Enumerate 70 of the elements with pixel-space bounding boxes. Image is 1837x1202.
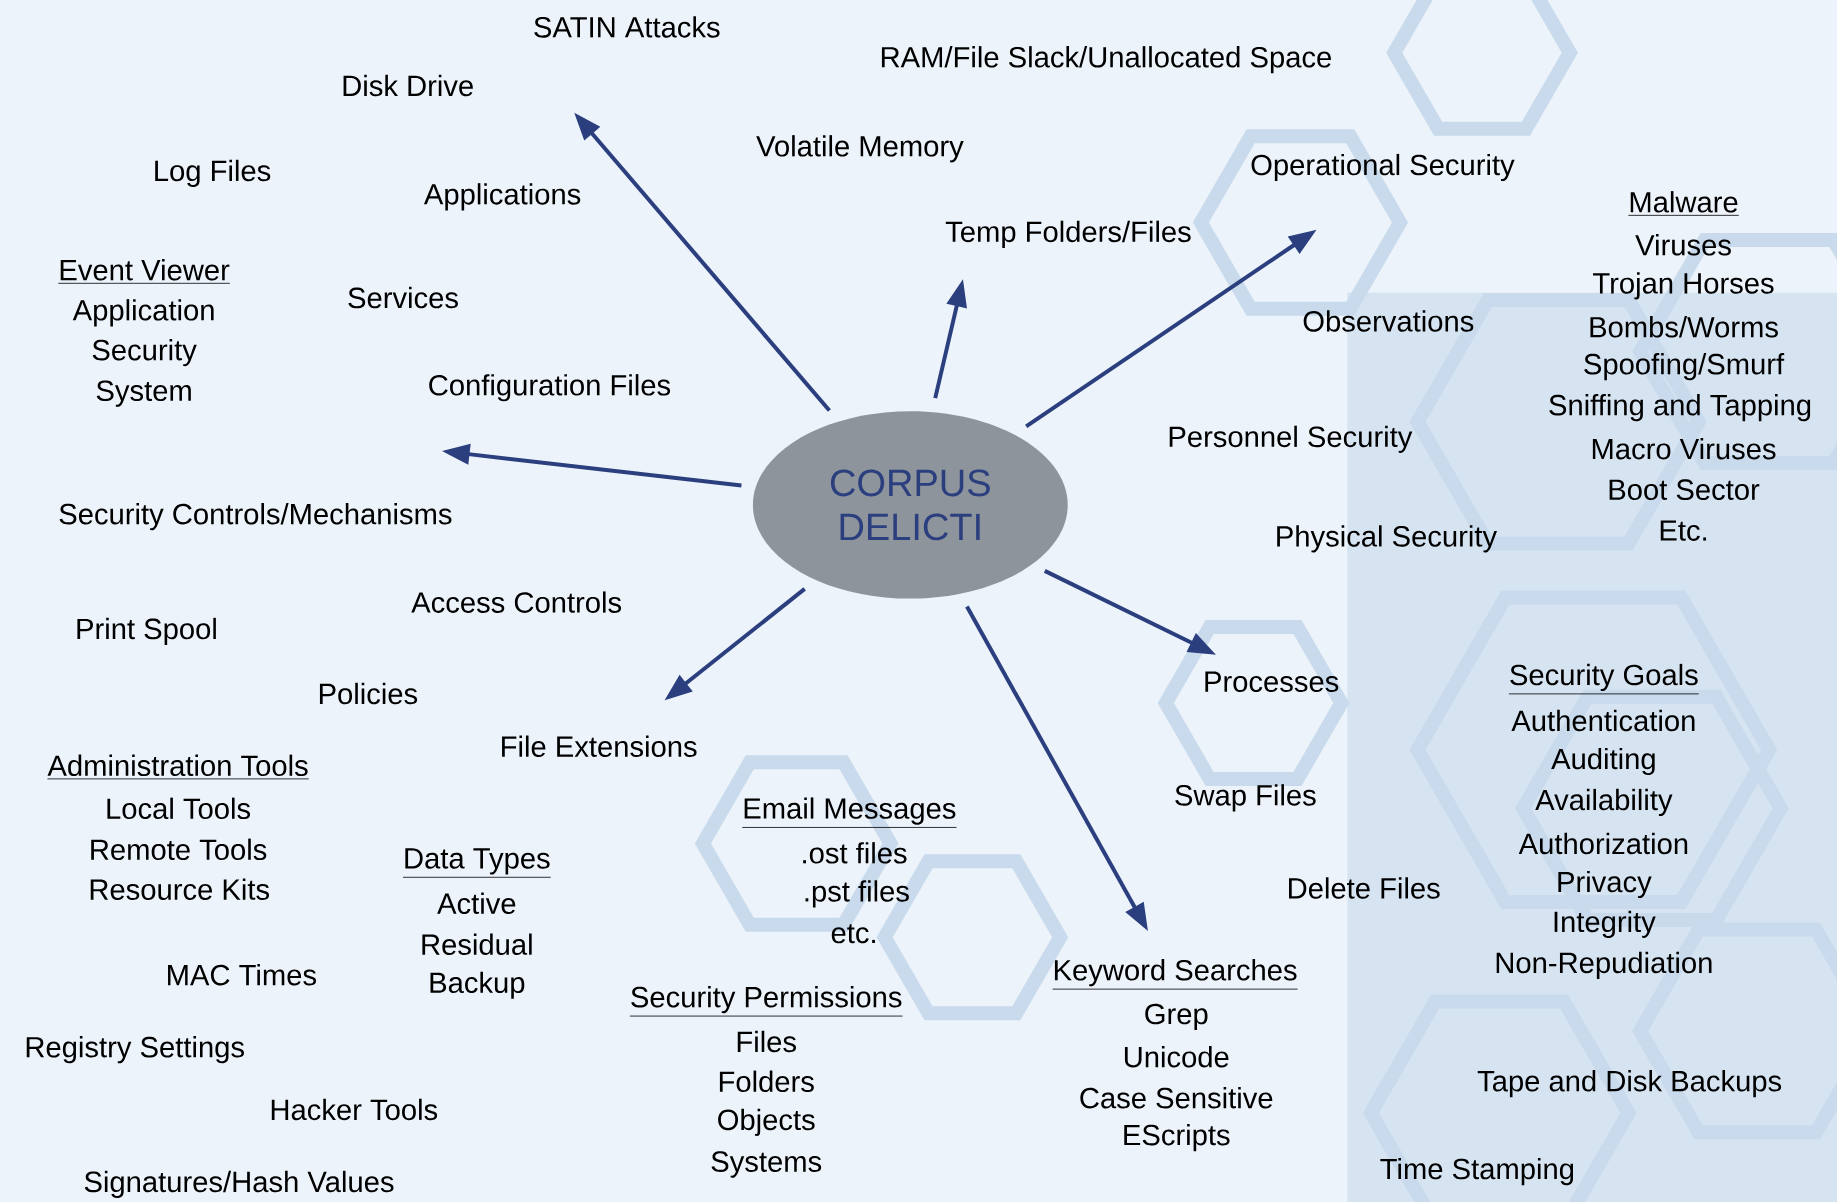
- text-label: Configuration Files: [429, 374, 671, 402]
- text-label: RAM/File Slack/Unallocated Space: [881, 46, 1331, 74]
- text-label: Etc.: [1660, 520, 1707, 541]
- text-label: Print Spool: [77, 617, 216, 646]
- text-label: Registry Settings: [26, 1036, 244, 1064]
- text-label: Access Controls: [411, 591, 622, 613]
- text-label: Delete Files: [1289, 877, 1440, 899]
- text-label: Bombs/Worms: [1590, 316, 1778, 338]
- text-label: Systems: [711, 1151, 822, 1178]
- text-label: Resource Kits: [90, 878, 270, 900]
- text-label: Spoofing/Smurf: [1584, 353, 1785, 381]
- text-label: .pst files: [805, 880, 909, 908]
- text-label: Grep: [1145, 1003, 1208, 1031]
- text-label: Security Controls/Mechanisms: [59, 503, 452, 531]
- text-label: Objects: [718, 1108, 815, 1136]
- text-label: Case Sensitive: [1080, 1087, 1273, 1109]
- list-heading: Event Viewer: [57, 259, 231, 284]
- text-label: Macro Viruses: [1592, 437, 1776, 460]
- text-label: Disk Drive: [343, 74, 473, 97]
- text-label: Hacker Tools: [271, 1098, 438, 1121]
- text-label: Boot Sector: [1609, 479, 1760, 501]
- text-label: Swap Files: [1175, 784, 1316, 812]
- list-heading: Email Messages: [741, 797, 957, 828]
- list-heading: Keyword Searches: [1052, 959, 1298, 990]
- text-label: Policies: [319, 682, 418, 705]
- text-label: Unicode: [1124, 1046, 1229, 1068]
- list-heading: Data Types: [402, 848, 552, 878]
- text-label: Temp Folders/Files: [945, 220, 1191, 248]
- text-label: Authentication: [1511, 709, 1695, 732]
- text-label: Remote Tools: [91, 838, 267, 861]
- text-label: etc.: [831, 924, 875, 944]
- text-label: .ost files: [803, 842, 907, 864]
- text-label: Log Files: [155, 159, 271, 187]
- text-label: Sniffing and Tapping: [1549, 394, 1811, 422]
- text-label: Tape and Disk Backups: [1477, 1070, 1782, 1098]
- text-label: System: [96, 380, 191, 407]
- list-heading: Security Permissions: [629, 986, 903, 1017]
- text-label: Auditing: [1551, 747, 1655, 776]
- text-label: Non-Repudiation: [1496, 951, 1712, 979]
- text-label: Availability: [1535, 788, 1673, 817]
- text-label: Application: [72, 299, 214, 327]
- text-label: Processes: [1205, 671, 1339, 692]
- text-label: SATIN Attacks: [534, 16, 720, 38]
- text-label: Time Stamping: [1380, 1157, 1574, 1186]
- text-label: Integrity: [1554, 910, 1656, 938]
- text-label: Active: [437, 892, 516, 914]
- text-label: Services: [348, 286, 458, 309]
- text-label: Observations: [1303, 310, 1474, 332]
- text-label: Signatures/Hash Values: [84, 1170, 394, 1198]
- text-label: Residual: [422, 933, 532, 955]
- text-label: Applications: [423, 183, 581, 211]
- text-label: Files: [737, 1030, 796, 1053]
- text-label: EScripts: [1124, 1123, 1230, 1152]
- text-label: Operational Security: [1251, 153, 1515, 182]
- text-label: Folders: [719, 1070, 814, 1093]
- text-label: Personnel Security: [1169, 425, 1413, 453]
- text-label: File Extensions: [502, 735, 697, 757]
- text-label: Volatile Memory: [756, 135, 964, 163]
- text-label: Local Tools: [107, 797, 251, 820]
- text-label: Backup: [430, 971, 525, 999]
- text-label: Authorization: [1518, 832, 1688, 855]
- list-heading: Malware: [1627, 191, 1740, 216]
- text-label: Viruses: [1635, 234, 1731, 256]
- text-label: Trojan Horses: [1593, 272, 1774, 300]
- text-label: Physical Security: [1277, 525, 1498, 553]
- text-label: Security: [92, 339, 197, 367]
- text-label: MAC Times: [168, 964, 316, 986]
- list-heading: Security Goals: [1508, 663, 1700, 695]
- list-heading: Administration Tools: [47, 754, 310, 780]
- text-label: Privacy: [1558, 870, 1652, 899]
